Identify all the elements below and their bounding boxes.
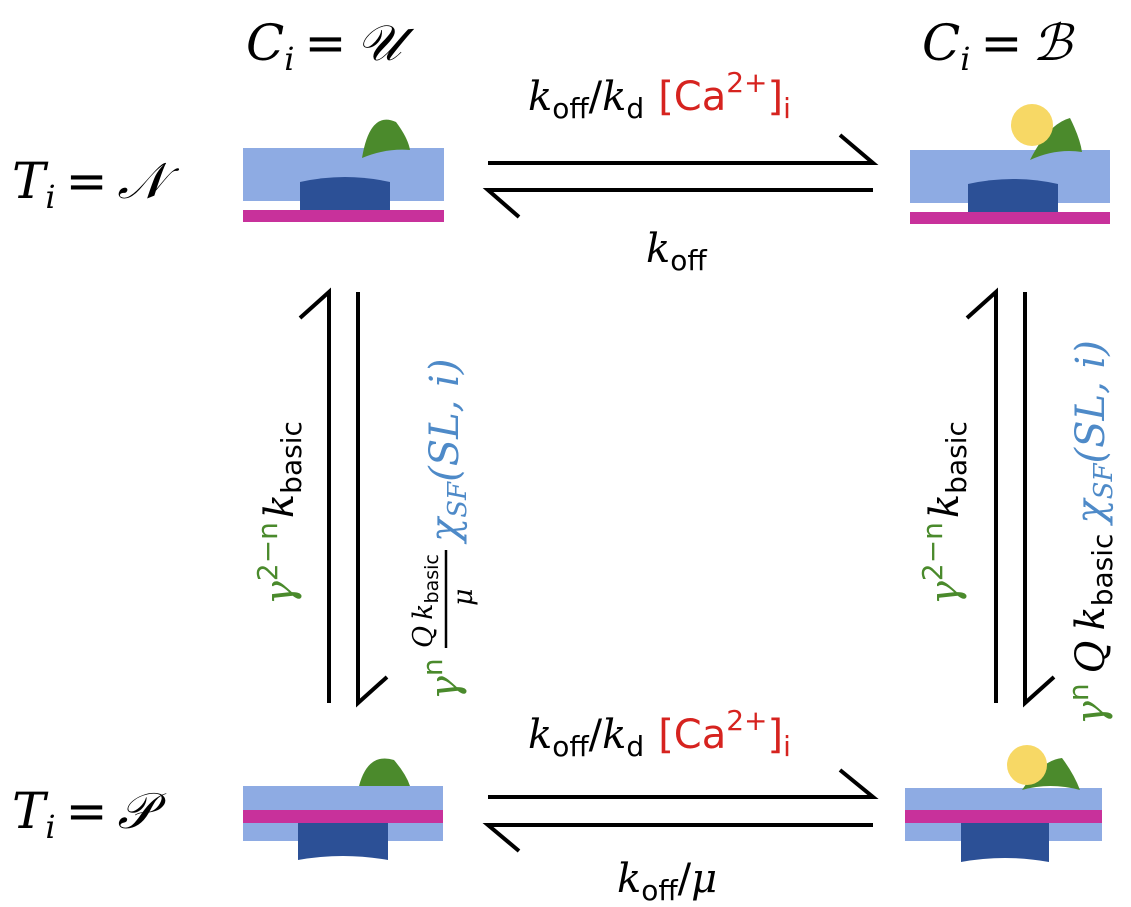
myosin-head: [968, 179, 1058, 212]
column-header-bound: Ci=ℬ: [922, 14, 1075, 78]
rate-right-up: γ2−nkbasic: [916, 421, 973, 605]
rate-left-down-gamma: γn: [416, 658, 468, 700]
rate-bottom-backward: koff/μ: [617, 856, 717, 907]
arrow-bottom-backward: [482, 823, 873, 853]
troponin-leaf: [359, 758, 410, 786]
troponin-leaf: [1030, 118, 1082, 160]
arrow-left-down: [356, 292, 389, 708]
calcium-ion: [1011, 104, 1053, 146]
state-icon-nonpermissive-bound: [910, 104, 1110, 224]
myosin-head: [298, 823, 388, 860]
arrow-right-up: [965, 287, 998, 703]
tropomyosin-strip: [243, 810, 443, 823]
row-header-permissive: Ti=𝒫: [12, 782, 167, 846]
arrow-top-forward: [488, 133, 879, 165]
rate-right-down: γnQkbasicχSF(SL, i): [1062, 340, 1119, 725]
rate-left-down-chi: χSF(SL, i): [422, 358, 473, 545]
arrow-right-down: [1023, 292, 1056, 708]
tropomyosin-strip: [243, 210, 444, 222]
rate-left-down-denominator: μ: [448, 588, 479, 606]
state-icon-permissive-bound: [905, 745, 1102, 862]
troponin-leaf: [362, 119, 410, 158]
tropomyosin-strip: [910, 212, 1110, 224]
rate-top-forward: koff/kd[Ca2+]i: [528, 66, 791, 125]
arrow-bottom-forward: [488, 768, 879, 799]
arrow-top-backward: [482, 188, 873, 219]
rate-left-up: γ2−nkbasic: [251, 421, 308, 605]
myosin-head: [961, 823, 1049, 862]
myosin-head: [300, 177, 390, 210]
state-icon-nonpermissive-unbound: [243, 119, 444, 222]
tropomyosin-strip: [905, 810, 1102, 823]
arrows: [298, 133, 1056, 853]
arrow-left-up: [298, 287, 331, 703]
rate-top-backward: koff: [646, 226, 707, 277]
column-header-unbound: Ci=𝒰: [246, 14, 414, 78]
state-icon-permissive-unbound: [243, 758, 443, 860]
rate-left-down-numerator: Qkbasic: [408, 554, 443, 648]
rate-left-down: γn Qkbasic μ χSF(SL, i): [408, 358, 479, 700]
row-header-nonpermissive: Ti=𝒩: [12, 152, 180, 216]
rate-bottom-forward: koff/kd[Ca2+]i: [528, 704, 791, 763]
calcium-ion: [1007, 745, 1047, 785]
